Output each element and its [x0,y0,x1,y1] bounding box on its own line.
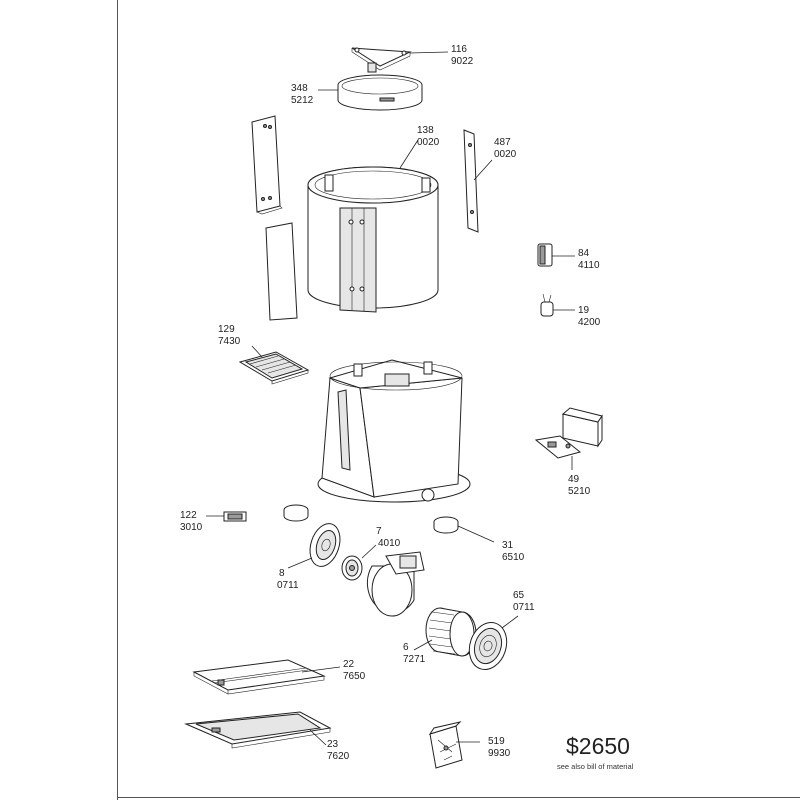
label-138-line1: 138 [417,125,434,136]
bill-of-material-note: see also bill of material [557,762,634,771]
price-text: $2650 [566,733,630,759]
part-116-mounting-bracket [351,47,449,73]
label-129-line1: 129 [218,324,235,335]
bottom-border-line [117,797,800,798]
part-hood-body [317,359,471,503]
part-65-guard-grille [468,615,519,670]
part-348-collar-ring [318,74,423,111]
part-49-control-box [534,407,603,470]
label-487-line1: 487 [494,137,511,148]
label-348-line1: 348 [291,83,308,94]
label-23-line2: 7620 [327,751,350,762]
label-65-line1: 65 [513,590,525,601]
label-8-line1: 8 [279,568,285,579]
part-23-tray [184,711,332,749]
label-19-line1: 19 [578,305,590,316]
part-84-switch [537,243,575,267]
label-23-line1: 23 [327,739,339,750]
label-65-line2: 0711 [513,602,535,613]
part-filter-plate-left [265,222,298,321]
label-22-line2: 7650 [343,671,366,682]
label-116-line1: 116 [451,44,467,55]
label-31-line2: 6510 [502,552,525,563]
label-31-line1: 31 [502,540,514,551]
label-84-line1: 84 [578,248,590,259]
part-side-panel-left [251,115,283,215]
label-6-line2: 7271 [403,654,426,665]
label-8-line2: 0711 [277,580,299,591]
label-519-line2: 9930 [488,748,511,759]
part-129-grease-filter [238,345,310,385]
label-138-line2: 0020 [417,137,440,148]
label-519-line1: 519 [488,736,505,747]
part-122-connector [206,511,247,522]
label-49-line2: 5210 [568,486,591,497]
part-138-chimney-housing [307,139,439,313]
label-7-line1: 7 [376,526,382,537]
part-19-capacitor [540,293,575,317]
label-6-line1: 6 [403,642,409,653]
label-7-line2: 4010 [378,538,401,549]
label-84-line2: 4110 [578,260,600,271]
label-348-line2: 5212 [291,95,314,106]
left-border-line [117,0,118,800]
part-spigot [283,504,309,522]
label-129-line2: 7430 [218,336,241,347]
label-116-line2: 9022 [451,56,474,67]
label-19-line2: 4200 [578,317,601,328]
part-7-motor [341,544,377,581]
part-519-accessory-pack [428,721,480,769]
label-122-line2: 3010 [180,522,203,533]
part-6-impeller [413,607,477,657]
part-blower-housing [366,551,425,617]
part-labels: 116 9022 348 5212 138 0020 487 0020 84 4… [180,44,601,762]
label-22-line1: 22 [343,659,355,670]
part-8-inlet-ring [287,523,341,569]
label-49-line1: 49 [568,474,580,485]
label-487-line2: 0020 [494,149,517,160]
part-487-vertical-strip [463,129,493,233]
part-22-cover-panel [192,659,341,695]
label-122-line1: 122 [180,510,197,521]
part-31-spigot [433,516,495,543]
